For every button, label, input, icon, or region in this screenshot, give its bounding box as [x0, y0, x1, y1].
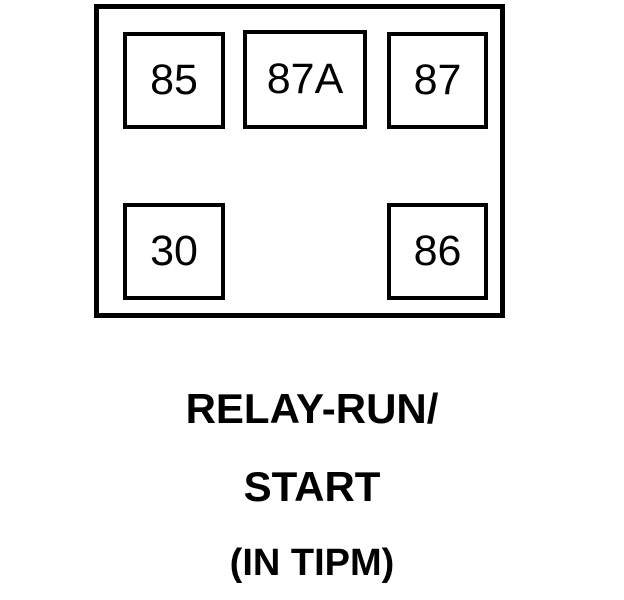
terminal-30-label: 30	[150, 227, 198, 275]
terminal-30[interactable]: 30	[123, 203, 225, 300]
caption-line-2: START	[243, 463, 381, 510]
relay-body-outline: 85 87A 87 30 86	[94, 4, 505, 318]
caption-line-3: (IN TIPM)	[229, 542, 395, 584]
terminal-86[interactable]: 86	[387, 203, 488, 300]
caption-line-1: RELAY-RUN/	[185, 385, 439, 432]
terminal-87a[interactable]: 87A	[243, 30, 367, 129]
terminal-85[interactable]: 85	[123, 32, 225, 129]
terminal-87-label: 87	[413, 56, 462, 104]
terminal-87a-label: 87A	[266, 55, 344, 103]
terminal-85-label: 85	[150, 56, 198, 104]
terminal-86-label: 86	[413, 227, 462, 275]
terminal-87[interactable]: 87	[387, 32, 488, 129]
